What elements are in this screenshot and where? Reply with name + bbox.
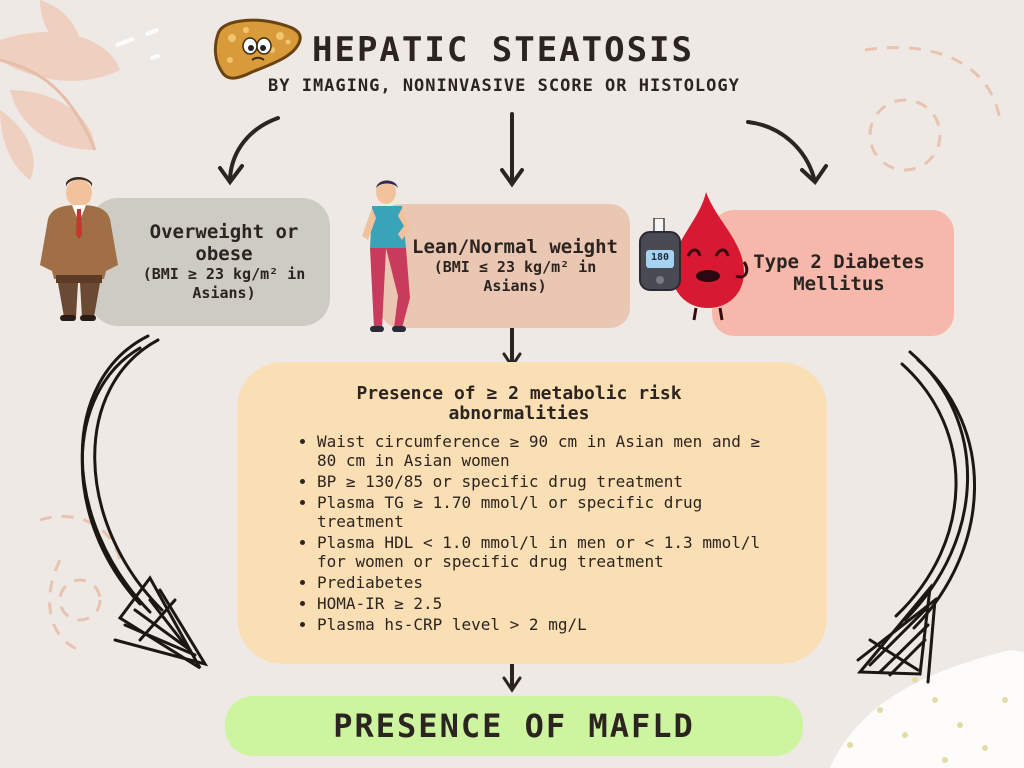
overweight-box: Overweight or obese (BMI ≥ 23 kg/m² in A… <box>90 198 330 326</box>
glucometer-icon <box>639 218 681 291</box>
list-item: BP ≥ 130/85 or specific drug treatment <box>317 472 787 491</box>
list-item: Waist circumference ≥ 90 cm in Asian men… <box>317 432 787 470</box>
lean-man-icon <box>362 180 410 332</box>
lean-box: Lean/Normal weight (BMI ≤ 23 kg/m² in As… <box>380 204 630 328</box>
risk-list: Waist circumference ≥ 90 cm in Asian men… <box>291 432 787 634</box>
liver-icon <box>213 18 302 80</box>
mafld-result-label: PRESENCE OF MAFLD <box>333 707 695 745</box>
diabetes-label: Type 2 Diabetes Mellitus <box>753 251 925 295</box>
lean-bmi: (BMI ≤ 23 kg/m² in Asians) <box>433 258 597 295</box>
diabetes-box: Type 2 Diabetes Mellitus <box>712 210 954 336</box>
list-item: Plasma HDL < 1.0 mmol/l in men or < 1.3 … <box>317 533 787 571</box>
blood-drop-icon <box>672 192 749 321</box>
lean-label: Lean/Normal weight <box>412 236 618 258</box>
leaf-decoration-icon <box>0 0 120 180</box>
overweight-label: Overweight or obese <box>149 221 299 265</box>
glucometer-reading: 180 <box>650 252 670 263</box>
mafld-result-box: PRESENCE OF MAFLD <box>225 696 803 756</box>
overweight-man-icon <box>40 177 118 321</box>
overweight-bmi: (BMI ≥ 23 kg/m² in Asians) <box>142 265 306 302</box>
risk-box: Presence of ≥ 2 metabolic risk abnormali… <box>237 362 827 664</box>
brush-stroke-decoration <box>830 650 1024 768</box>
page-title: HEPATIC STEATOSIS <box>312 30 694 70</box>
page-subtitle: BY IMAGING, NONINVASIVE SCORE OR HISTOLO… <box>268 76 740 96</box>
list-item: Prediabetes <box>317 573 787 592</box>
list-item: Plasma TG ≥ 1.70 mmol/l or specific drug… <box>317 493 787 531</box>
risk-title: Presence of ≥ 2 metabolic risk abnormali… <box>356 383 682 424</box>
list-item: HOMA-IR ≥ 2.5 <box>317 594 787 613</box>
list-item: Plasma hs-CRP level > 2 mg/L <box>317 615 787 634</box>
